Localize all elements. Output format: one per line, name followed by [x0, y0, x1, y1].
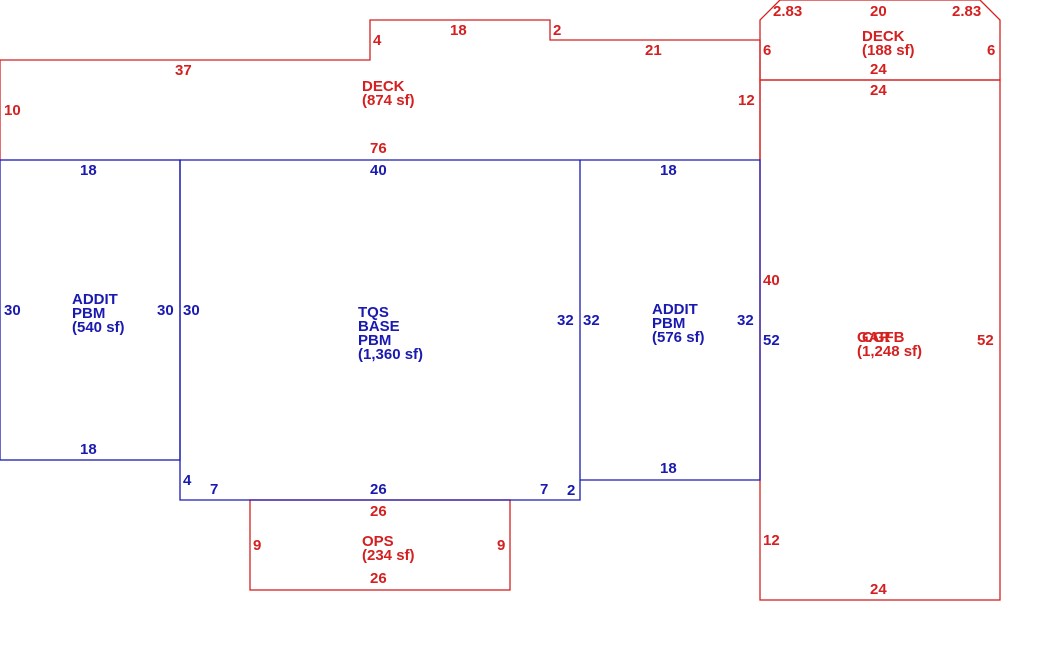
deck-small-dim-bottom: 24 — [870, 61, 887, 78]
garage-name-b: CGFB — [862, 329, 905, 346]
base-dim-bottom-left: 7 — [210, 481, 218, 498]
deck-small-dim-left: 6 — [763, 42, 771, 59]
addit-left-dim-left: 30 — [4, 302, 21, 319]
addit-right-dim-bottom: 18 — [660, 460, 677, 477]
addit-right-outline — [580, 159, 761, 481]
addit-right-dim-top: 18 — [660, 162, 677, 179]
base-dim-right: 32 — [557, 312, 574, 329]
addit-right-type: PBM — [652, 315, 685, 332]
base-dim-bottom: 26 — [370, 481, 387, 498]
base-construction: PBM — [358, 332, 391, 349]
deck-main-area: (874 sf) — [362, 92, 415, 109]
garage-name-a: GAR — [857, 329, 891, 346]
garage-dim-left-upper: 40 — [763, 272, 780, 289]
base-dim-bottom-right: 7 — [540, 481, 548, 498]
deck-main-dim-right: 12 — [738, 92, 755, 109]
ops-dim-left: 9 — [253, 537, 261, 554]
base-area: (1,360 sf) — [358, 346, 423, 363]
base-outline — [179, 159, 581, 501]
ops-name: OPS — [362, 533, 394, 550]
garage-area: (1,248 sf) — [857, 343, 922, 360]
addit-left-area: (540 sf) — [72, 319, 125, 336]
ops-dim-top: 26 — [370, 503, 387, 520]
deck-small-dim-corner-right: 2.83 — [952, 3, 981, 20]
deck-main-dim-bottom: 76 — [370, 140, 387, 157]
deck-small-dim-corner-left: 2.83 — [773, 3, 802, 20]
base-dim-top: 40 — [370, 162, 387, 179]
addit-left-dim-right: 30 — [157, 302, 174, 319]
addit-right-dim-right: 32 — [737, 312, 754, 329]
addit-right-area: (576 sf) — [652, 329, 705, 346]
garage-dim-left-mid: 52 — [763, 332, 780, 349]
deck-main-dim-top-right: 21 — [645, 42, 662, 59]
base-type: BASE — [358, 318, 400, 335]
base-name: TQS — [358, 304, 389, 321]
base-dim-jog-left: 4 — [183, 472, 192, 489]
garage-dim-left-lower: 12 — [763, 532, 780, 549]
addit-left-name: ADDIT — [72, 291, 118, 308]
deck-small-dim-top: 20 — [870, 3, 887, 20]
garage-dim-right: 52 — [977, 332, 994, 349]
addit-left-dim-bottom: 18 — [80, 441, 97, 458]
deck-small-area: (188 sf) — [862, 42, 915, 59]
addit-right-dim-left: 32 — [583, 312, 600, 329]
ops-dim-bottom: 26 — [370, 570, 387, 587]
garage-dim-bottom: 24 — [870, 581, 887, 598]
deck-main-dim-step-down: 2 — [553, 22, 561, 39]
garage-dim-top: 24 — [870, 82, 887, 99]
deck-main-dim-top-left: 37 — [175, 62, 192, 79]
deck-main-dim-left: 10 — [4, 102, 21, 119]
deck-main-name: DECK — [362, 78, 405, 95]
addit-right-name: ADDIT — [652, 301, 698, 318]
addit-left-type: PBM — [72, 305, 105, 322]
ops-dim-right: 9 — [497, 537, 505, 554]
deck-main-dim-top-mid: 18 — [450, 22, 467, 39]
base-dim-left: 30 — [183, 302, 200, 319]
deck-small-name: DECK — [862, 28, 905, 45]
base-dim-jog-right: 2 — [567, 482, 575, 499]
deck-main-dim-step-up: 4 — [373, 32, 382, 49]
deck-main-outline — [0, 19, 761, 160]
deck-small-dim-right: 6 — [987, 42, 995, 59]
addit-left-dim-top: 18 — [80, 162, 97, 179]
ops-area: (234 sf) — [362, 547, 415, 564]
